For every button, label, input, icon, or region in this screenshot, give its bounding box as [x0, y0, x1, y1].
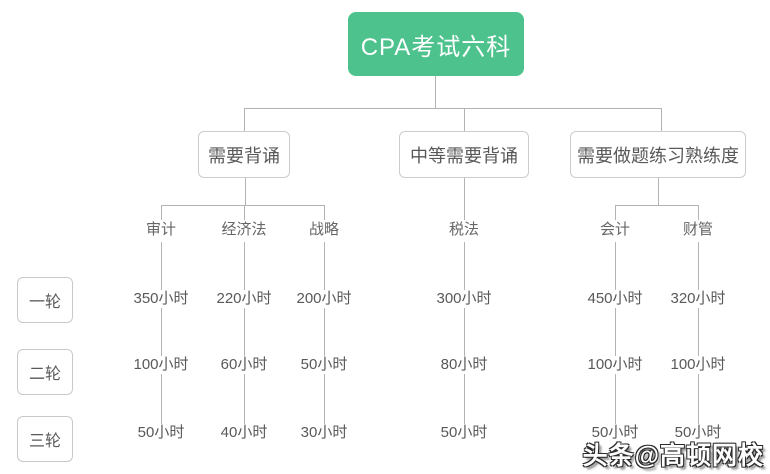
connector-line — [661, 108, 662, 131]
branch-node-medium-memorize: 中等需要背诵 — [399, 131, 529, 178]
column-line — [464, 242, 465, 426]
branch-node-memorize: 需要背诵 — [198, 131, 290, 178]
subject-label-accounting: 会计 — [570, 221, 660, 239]
connector-line — [464, 178, 465, 220]
connector-line — [435, 76, 436, 108]
connector-line — [244, 108, 661, 109]
hours-value: 200小时 — [282, 290, 366, 308]
hours-value: 100小时 — [119, 356, 203, 374]
hours-value: 30小时 — [282, 424, 366, 442]
subject-label-strategy: 战略 — [279, 221, 369, 239]
hours-value: 80小时 — [422, 356, 506, 374]
connector-line — [464, 108, 465, 131]
branch-node-practice: 需要做题练习熟练度 — [570, 131, 746, 178]
subject-label-audit: 审计 — [116, 221, 206, 239]
hours-value: 320小时 — [656, 290, 740, 308]
connector-line — [161, 205, 162, 220]
column-line — [698, 242, 699, 426]
connector-line — [244, 205, 245, 220]
connector-line — [245, 178, 246, 205]
connector-line — [324, 205, 325, 220]
hours-value: 100小时 — [656, 356, 740, 374]
hours-value: 100小时 — [573, 356, 657, 374]
round-box-1: 一轮 — [17, 277, 73, 323]
subject-label-economic-law: 经济法 — [199, 221, 289, 239]
hours-value: 50小时 — [282, 356, 366, 374]
column-line — [615, 242, 616, 426]
round-box-2: 二轮 — [17, 349, 73, 395]
hours-value: 220小时 — [202, 290, 286, 308]
column-line — [161, 242, 162, 426]
connector-line — [698, 205, 699, 220]
connector-line — [658, 178, 659, 205]
hours-value: 350小时 — [119, 290, 203, 308]
hours-value: 50小时 — [656, 424, 740, 442]
subject-label-tax-law: 税法 — [419, 221, 509, 239]
hours-value: 50小时 — [422, 424, 506, 442]
column-line — [324, 242, 325, 426]
hours-value: 40小时 — [202, 424, 286, 442]
connector-line — [615, 205, 699, 206]
column-line — [244, 242, 245, 426]
watermark: 头条@高顿网校 — [582, 442, 764, 470]
connector-line — [161, 205, 325, 206]
connector-line — [615, 205, 616, 220]
hours-value: 300小时 — [422, 290, 506, 308]
hours-value: 50小时 — [573, 424, 657, 442]
subject-label-financial-mgmt: 财管 — [653, 221, 743, 239]
hours-value: 60小时 — [202, 356, 286, 374]
hours-value: 50小时 — [119, 424, 203, 442]
connector-line — [244, 108, 245, 131]
root-node: CPA考试六科 — [348, 12, 524, 76]
hours-value: 450小时 — [573, 290, 657, 308]
round-box-3: 三轮 — [17, 416, 73, 462]
